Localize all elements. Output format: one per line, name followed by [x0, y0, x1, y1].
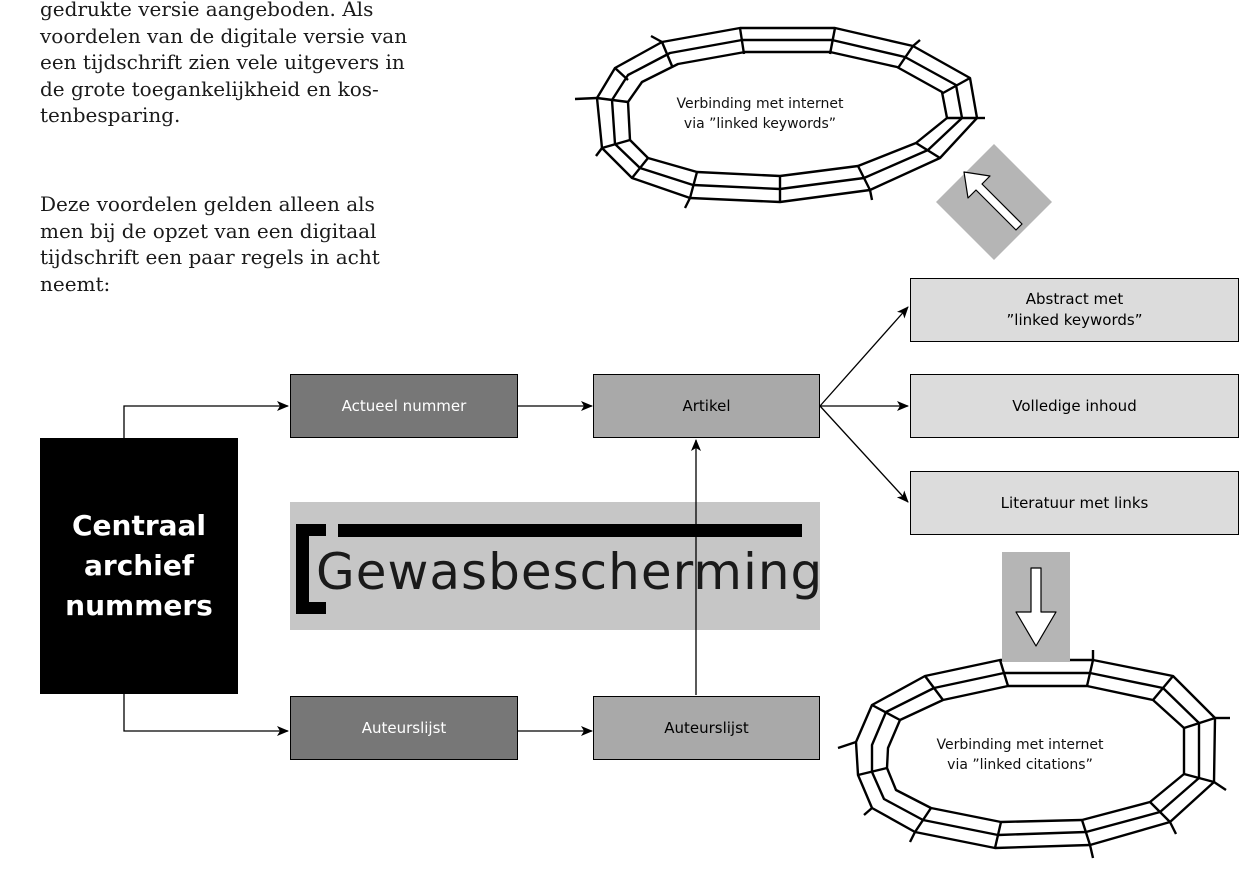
intro-line: gedrukte versie aangeboden. Als: [40, 0, 374, 21]
intro-line: men bij de opzet van een digitaal: [40, 218, 377, 243]
logo-bracket-vertical: [296, 524, 309, 614]
web-label-bottom: Verbinding met internet via ”linked cita…: [900, 735, 1140, 775]
artikel-box: Artikel: [593, 374, 820, 438]
intro-paragraph-2: Deze voordelen gelden alleen als men bij…: [40, 191, 420, 297]
abstract-label-line: ”linked keywords”: [1006, 311, 1143, 329]
arrow-up-left-icon: [936, 144, 1052, 260]
intro-line: Deze voordelen gelden alleen als: [40, 192, 375, 216]
archive-line: nummers: [65, 589, 213, 622]
auteurslijst-label-left: Auteurslijst: [361, 718, 447, 737]
connector-artikel-to-literatuur: [819, 405, 909, 503]
intro-line: voordelen van de digitale versie van: [40, 23, 408, 48]
arrow-down-icon: [1002, 552, 1070, 662]
central-archive-box: Centraal archief nummers: [40, 438, 238, 694]
artikel-label: Artikel: [682, 396, 731, 415]
logo-top-bar: [338, 524, 802, 537]
web-label-line: via ”linked citations”: [947, 757, 1093, 773]
web-label-line: Verbinding met internet: [936, 737, 1104, 753]
volledige-inhoud-label: Volledige inhoud: [1012, 396, 1137, 415]
web-label-line: Verbinding met internet: [676, 96, 844, 112]
actueel-nummer-label: Actueel nummer: [341, 396, 467, 415]
literatuur-box: Literatuur met links: [910, 471, 1239, 535]
connector-archive-to-actueel: [123, 401, 289, 438]
intro-line: tenbesparing.: [40, 103, 181, 127]
web-icon-top: [574, 26, 985, 209]
logo-bracket-bottom: [296, 602, 326, 614]
intro-paragraph-1: gedrukte versie aangeboden. Als voordele…: [40, 0, 420, 129]
actueel-nummer-box: Actueel nummer: [290, 374, 518, 438]
abstract-box: Abstract met ”linked keywords”: [910, 278, 1239, 342]
intro-line: de grote toegankelijkheid en kos-: [40, 76, 379, 101]
logo-bracket-top: [296, 524, 326, 536]
intro-line: neemt:: [40, 271, 111, 296]
auteurslijst-label-right: Auteurslijst: [664, 718, 749, 737]
intro-line: een tijdschrift zien vele uitgevers in: [40, 50, 405, 74]
archive-line: archief: [83, 549, 194, 582]
web-label-top: Verbinding met internet via ”linked keyw…: [640, 94, 880, 134]
volledige-inhoud-box: Volledige inhoud: [910, 374, 1239, 438]
logo-background: [290, 502, 820, 630]
connector-archive-to-auteurslijst: [123, 694, 289, 736]
logo-wordmark: Gewasbescherming: [316, 543, 824, 601]
literatuur-label: Literatuur met links: [1000, 493, 1149, 512]
archive-line: Centraal: [71, 509, 207, 542]
auteurslijst-box-right: Auteurslijst: [593, 696, 820, 760]
intro-line: tijdschrift een paar regels in acht: [40, 245, 380, 269]
web-label-line: via ”linked keywords”: [683, 116, 837, 132]
auteurslijst-box-left: Auteurslijst: [290, 696, 518, 760]
abstract-label-line: Abstract met: [1025, 290, 1124, 308]
connector-artikel-to-abstract: [819, 306, 909, 407]
web-icon-bottom: [837, 650, 1230, 859]
